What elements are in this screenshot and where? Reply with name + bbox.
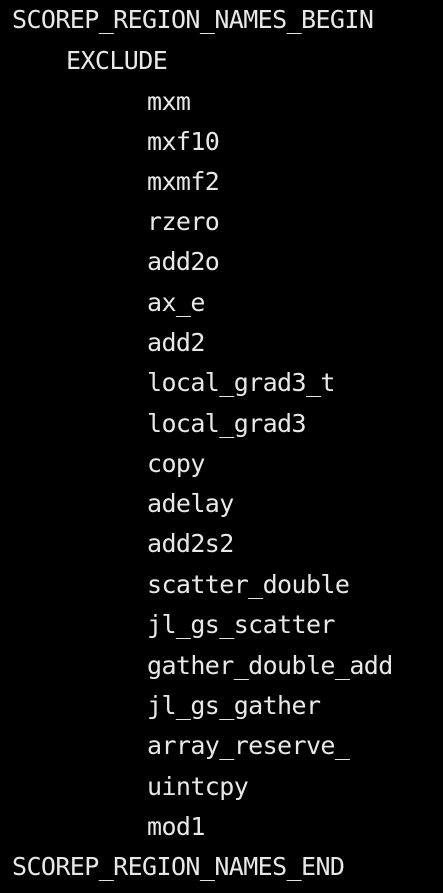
region-name: mxm (147, 87, 191, 116)
region-name: mxmf2 (147, 167, 220, 196)
region-name: add2o (147, 247, 220, 276)
exclude-line: EXCLUDE (66, 46, 168, 75)
region-name: local_grad3_t (147, 368, 335, 397)
region-name: scatter_double (147, 570, 350, 599)
region-name: adelay (147, 489, 234, 518)
region-name: rzero (147, 207, 220, 236)
region-name: uintcpy (147, 772, 249, 801)
begin-line: SCOREP_REGION_NAMES_BEGIN (12, 5, 374, 34)
region-name: gather_double_add (147, 651, 393, 680)
region-name: local_grad3 (147, 409, 307, 438)
region-name: ax_e (147, 288, 205, 317)
end-line: SCOREP_REGION_NAMES_END (12, 852, 345, 881)
region-name: copy (147, 449, 205, 478)
region-name: mod1 (147, 812, 205, 841)
region-name: jl_gs_gather (147, 691, 321, 720)
region-name: add2 (147, 328, 205, 357)
region-name: add2s2 (147, 529, 234, 558)
region-name: mxf10 (147, 127, 220, 156)
region-name: array_reserve_ (147, 731, 350, 760)
region-name: jl_gs_scatter (147, 610, 335, 639)
